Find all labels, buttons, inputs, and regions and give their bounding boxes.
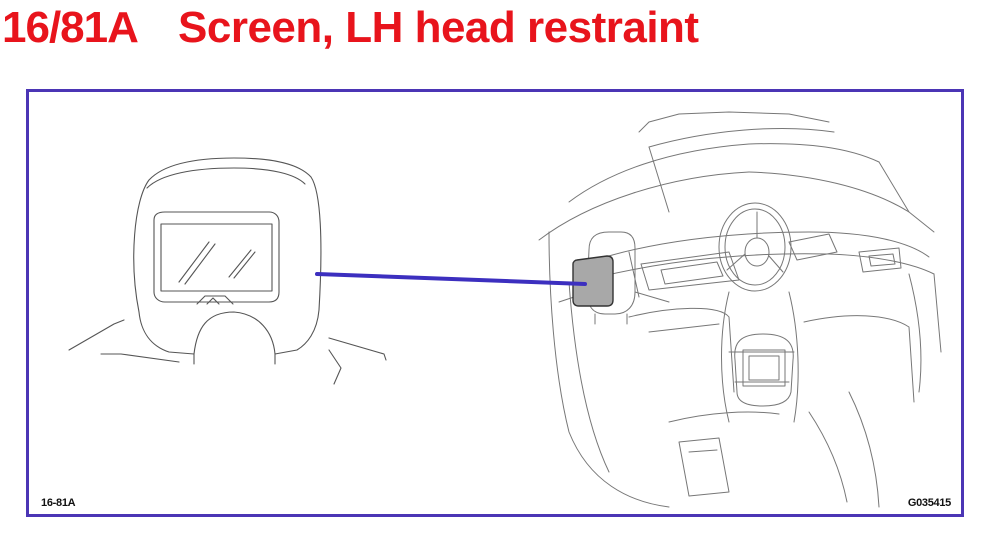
figure-reference: G035415 bbox=[907, 497, 951, 509]
page-title: Screen, LH head restraint bbox=[178, 3, 699, 52]
leader-line bbox=[315, 272, 587, 286]
figure-frame: 16-81A G035415 bbox=[26, 89, 964, 517]
section-code: 16/81A bbox=[2, 3, 139, 52]
figure-code: 16-81A bbox=[41, 497, 76, 509]
illustration bbox=[68, 111, 942, 508]
head-restraint-detail bbox=[68, 157, 387, 385]
vehicle-interior bbox=[538, 111, 942, 508]
page-header: 16/81A Screen, LH head restraint bbox=[0, 0, 986, 60]
highlighted-screen bbox=[572, 255, 614, 307]
